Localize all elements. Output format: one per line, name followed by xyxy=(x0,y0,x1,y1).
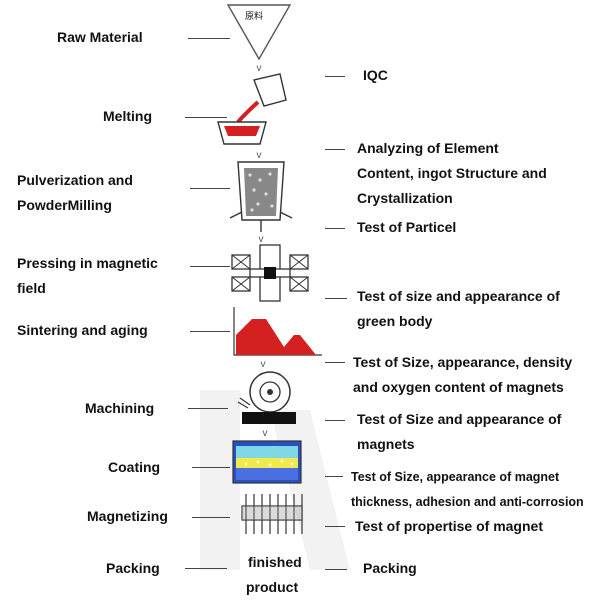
connector-line xyxy=(325,228,345,229)
test-packing: Packing xyxy=(363,560,417,576)
test-green-body-line1: Test of size and appearance of xyxy=(357,288,560,304)
connector-line xyxy=(185,568,227,569)
connector-line xyxy=(325,149,345,150)
step-machining: Machining xyxy=(85,400,155,416)
flow-arrow-icon: v xyxy=(262,428,268,439)
test-iqc: IQC xyxy=(363,67,388,83)
test-density-line1: Test of Size, appearance, density xyxy=(353,354,573,370)
connector-line xyxy=(325,420,345,421)
test-coating-line1: Test of Size, appearance of magnet xyxy=(351,470,560,484)
connector-line xyxy=(188,38,230,39)
connector-line xyxy=(325,76,345,77)
connector-line xyxy=(325,362,345,363)
connector-line xyxy=(325,298,347,299)
connector-line xyxy=(325,526,345,527)
connector-line xyxy=(192,467,230,468)
finished-product-line1: finished xyxy=(248,554,302,570)
powder-mill-icon xyxy=(229,161,293,232)
step-pulverization-line2: PowderMilling xyxy=(17,197,112,213)
test-analyzing-line1: Analyzing of Element xyxy=(357,140,499,156)
finished-product-line2: product xyxy=(246,579,299,595)
flow-arrow-icon: v xyxy=(258,234,264,245)
step-raw-material: Raw Material xyxy=(57,29,143,45)
flow-arrow-icon: v xyxy=(260,359,266,370)
raw-material-triangle-icon xyxy=(226,4,292,61)
connector-line xyxy=(185,117,227,118)
step-sintering: Sintering and aging xyxy=(17,322,148,338)
magnetizing-coil-icon xyxy=(241,494,303,534)
test-analyzing-line3: Crystallization xyxy=(357,190,453,206)
connector-line xyxy=(192,517,230,518)
step-pressing-line2: field xyxy=(17,280,46,296)
step-melting: Melting xyxy=(103,108,152,124)
connector-line xyxy=(188,408,228,409)
connector-line xyxy=(325,476,343,477)
sintering-curve-icon xyxy=(233,307,322,356)
watermark-graphic xyxy=(200,390,350,570)
melting-crucible-icon xyxy=(217,73,287,145)
connector-line xyxy=(190,188,230,189)
raw-material-icon-label: 原料 xyxy=(245,12,264,22)
test-green-body-line2: green body xyxy=(357,313,433,329)
step-magnetizing: Magnetizing xyxy=(87,508,168,524)
test-analyzing-line2: Content, ingot Structure and xyxy=(357,165,547,181)
connector-line xyxy=(325,569,347,570)
connector-line xyxy=(190,266,230,267)
flow-arrow-icon: v xyxy=(256,150,262,161)
machining-grinder-icon xyxy=(237,371,296,424)
magnetic-press-icon xyxy=(231,244,309,302)
test-coating-line2: thickness, adhesion and anti-corrosion xyxy=(351,495,584,509)
test-particel: Test of Particel xyxy=(357,219,457,235)
test-size-appearance-line2: magnets xyxy=(357,436,415,452)
connector-line xyxy=(190,331,230,332)
test-propertise: Test of propertise of magnet xyxy=(355,518,543,534)
step-coating: Coating xyxy=(108,459,161,475)
step-pulverization-line1: Pulverization and xyxy=(17,172,133,188)
step-packing: Packing xyxy=(106,560,160,576)
coating-tank-icon xyxy=(232,440,302,484)
test-size-appearance-line1: Test of Size and appearance of xyxy=(357,411,562,427)
step-pressing-line1: Pressing in magnetic xyxy=(17,255,158,271)
test-density-line2: and oxygen content of magnets xyxy=(353,379,564,395)
flow-arrow-icon: v xyxy=(256,63,262,74)
